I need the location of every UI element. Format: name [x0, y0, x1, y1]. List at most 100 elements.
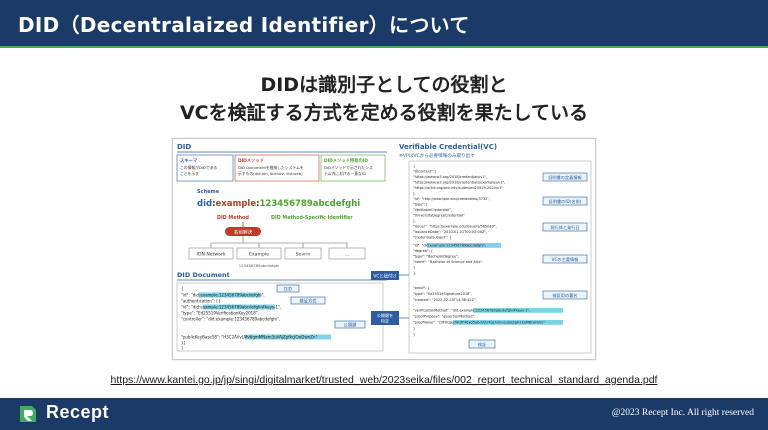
specific-box-line2: テム内における一意なID	[324, 171, 366, 176]
vc-line-14: "id": "did:example:123456789abcdefghi",	[413, 244, 486, 248]
network-ion-label: ION Network	[196, 252, 225, 258]
did-specific-label: DID Method-Specific Identifier	[271, 215, 353, 221]
slide-title: DID（Decentralaized Identifier）について	[18, 13, 470, 37]
vc-line-0: {	[413, 164, 415, 168]
vc-tag-signature	[542, 290, 588, 300]
vc-line-16: "type": "BachelorDegree",	[413, 255, 459, 259]
reference-link[interactable]: https://www.kantei.go.jp/jp/singi/digita…	[110, 374, 658, 386]
tag-verify-method-label: 検証方式	[299, 297, 317, 304]
vc-line-9: "UniversityDegreeCredential"	[413, 214, 465, 218]
doc-line-0: {	[181, 286, 184, 291]
tag-verify-method	[290, 296, 326, 305]
vc-line-21: "type": "Ed25519Signature2018",	[413, 292, 472, 296]
resolve-pill	[225, 227, 261, 236]
doc-highlight-id	[199, 292, 261, 298]
scheme-label: Scheme	[197, 189, 220, 195]
did-colon-2: :	[256, 199, 259, 209]
vc-line-12: "issuanceDate": "2010-01-01T00:00:00Z",	[413, 230, 487, 234]
vc-highlight-subject-id	[427, 243, 501, 248]
key-specify-box	[371, 311, 399, 325]
did-vc-diagram: DID スキーマ この情報がDIDである ことを示す DIDメソッド DID D…	[172, 138, 596, 360]
vc-tag-main	[542, 254, 588, 264]
tag-public-key	[334, 320, 366, 329]
schema-box-line2: ことを示す	[180, 171, 199, 176]
vc-tag-definition-label: 証明書の定義情報	[548, 174, 582, 181]
specific-box-title: DIDメソッド特有のID	[324, 157, 368, 164]
vc-subtitle: ※VPはVCから必要情報のみ取り出す	[399, 152, 475, 159]
vc-tag-definition	[542, 172, 588, 182]
vc-line-26: }	[413, 327, 415, 331]
network-sovrin	[284, 247, 322, 260]
vc-line-6: "id": "http://example.edu/credentials/37…	[413, 197, 490, 201]
did-prefix: did	[197, 199, 212, 209]
vc-line-24: "proofPurpose": "assertionMethod",	[413, 315, 475, 319]
resolve-id: 123456789abcdefghi	[239, 263, 280, 268]
key-specify-label-1: 公開鍵を	[377, 312, 393, 318]
network-more-label: ...	[345, 253, 349, 258]
footer-copyright: @2023 Recept Inc. All right reserved	[611, 408, 754, 418]
doc-line-8: }	[181, 346, 184, 351]
vc-line-2: "https://www.w3.org/2018/credentials/v1"…	[413, 175, 487, 179]
vc-line-10: ],	[413, 219, 415, 223]
schema-box	[176, 154, 234, 182]
tag-did-label: DID	[284, 286, 293, 292]
method-box-line1: DID Documentを格納したシステムを	[238, 165, 304, 170]
did-string: did:example:123456789abcdefghi	[197, 199, 360, 209]
doc-highlight-pubkey	[245, 334, 331, 340]
did-method-value: example	[216, 199, 257, 209]
vc-link-box	[371, 271, 399, 280]
vc-title: Verifiable Credential(VC)	[399, 143, 497, 151]
key-specify-label-2: 特定	[381, 318, 389, 324]
method-box-title: DIDメソッド	[238, 158, 264, 164]
did-method-label: DID Method	[217, 215, 249, 221]
vc-line-17: "name": "Bachelor of Science and Arts"	[413, 260, 482, 264]
vc-line-23: "verificationMethod": "did:example:12345…	[413, 309, 530, 313]
resolve-label: 名前解決	[234, 229, 253, 236]
vc-line-13: "credentialSubject": {	[413, 236, 451, 240]
vc-line-27: }	[413, 333, 415, 337]
vc-line-1: "@context": [	[413, 170, 437, 174]
vc-link-label: VCと紐付け	[373, 272, 396, 279]
method-box-line2: 示すもの(did:ion, did:sov, did:web)	[238, 171, 303, 176]
vc-line-15: "degree": {	[413, 249, 433, 253]
vc-line-8: "VerifiableCredential",	[413, 208, 452, 212]
vc-highlight-verification-method	[473, 308, 563, 313]
vc-line-19: },	[413, 271, 416, 275]
did-colon-1: :	[212, 199, 215, 209]
vc-tag-issuer-label: 発行体と発行日	[550, 224, 579, 231]
did-specific-value: 123456789abcdefghi	[260, 199, 361, 209]
network-ion	[188, 247, 234, 260]
vc-tag-verify	[468, 339, 496, 349]
vc-line-22: "created": "2022-02-25T14:58:42Z",	[413, 298, 477, 302]
recept-logo-icon	[20, 406, 36, 422]
doc-line-2: "authentication": [{	[181, 299, 221, 304]
doc-line-4: "type": "Ed25519VerificationKey2018",	[181, 311, 259, 316]
vc-line-4: "https://w3id.org/security/suites/ed2551…	[413, 186, 503, 190]
did-document-title: DID Document	[177, 271, 230, 279]
vc-tag-signature-label: 検証用の署名	[552, 292, 577, 299]
doc-line-5: "controller": "did:example:123456789abcd…	[181, 317, 280, 322]
method-box	[234, 154, 320, 182]
vc-line-20: "proof": {	[413, 286, 430, 290]
vc-line-7: "type": [	[413, 203, 428, 207]
doc-highlight-auth-id	[203, 304, 275, 310]
subtitle-line-2: VCを検証する方式を定める役割を果たしている	[179, 102, 589, 124]
vc-code: { "@context": [ "https://www.w3.org/2018…	[413, 164, 545, 337]
vc-line-5: ],	[413, 192, 415, 196]
doc-line-1: "id": "did:example:123456789abcdefghi",	[181, 293, 265, 298]
tag-public-key-label: 公開鍵	[344, 321, 358, 328]
specific-box-line1: DIDメソッドで示されたシス	[324, 165, 373, 170]
title-accent-line	[0, 46, 768, 48]
network-example	[236, 247, 282, 260]
vc-tag-main-label: VCの主要情報	[552, 256, 580, 263]
vc-tag-id-label: 証明書のID(名前)	[549, 198, 582, 205]
vc-line-3: "https://www.w3.org/2018/credentials/exa…	[413, 181, 505, 185]
doc-code: { "id": "did:example:123456789abcdefghi"…	[181, 286, 318, 351]
doc-line-3: "id": "did:example:123456789abcdefghi#ke…	[181, 305, 281, 310]
did-panel-title: DID	[177, 143, 191, 151]
vc-line-18: }	[413, 266, 415, 270]
footer-bar: Recept @2023 Recept Inc. All right reser…	[0, 398, 768, 430]
specific-box	[320, 154, 386, 182]
vc-highlight-proof-value	[453, 320, 563, 325]
